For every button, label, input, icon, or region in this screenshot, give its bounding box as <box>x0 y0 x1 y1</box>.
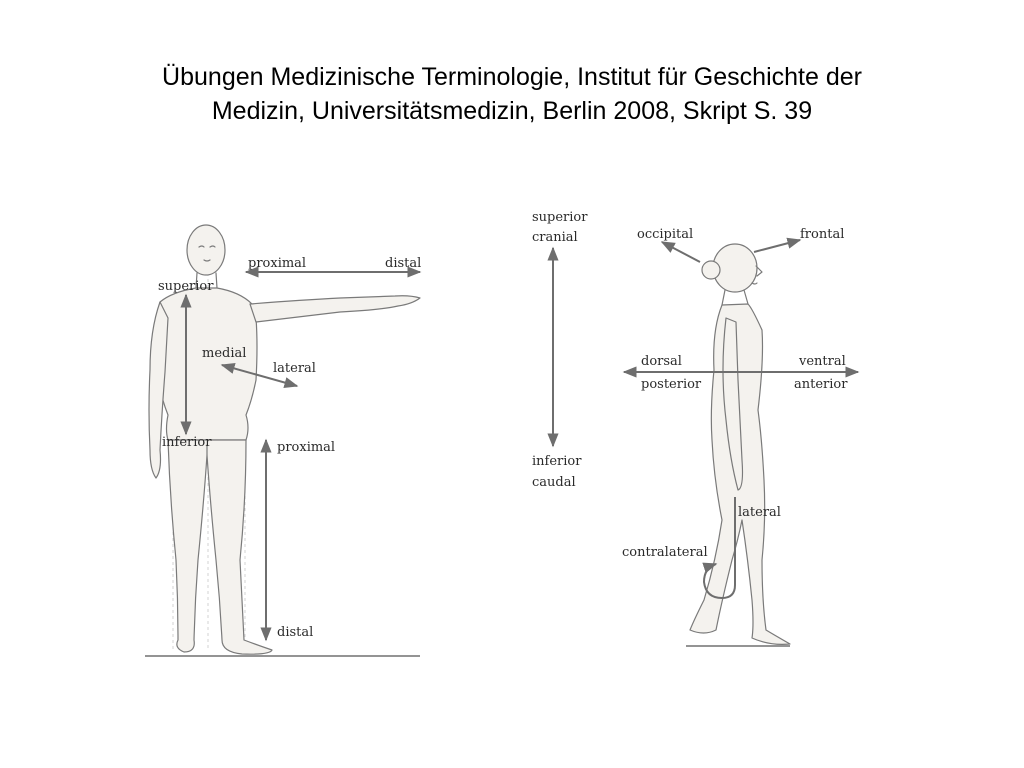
label-occipital: occipital <box>637 227 693 242</box>
front-head <box>186 224 226 276</box>
occipital-arrow <box>660 241 701 263</box>
label-medial: medial <box>202 346 246 361</box>
label-contralateral: contralateral <box>622 545 708 560</box>
label-proximal-leg: proximal <box>277 440 335 455</box>
label-distal-arm: distal <box>385 256 421 271</box>
label-lateral-side: lateral <box>738 505 781 520</box>
hair-bun <box>701 260 721 280</box>
frontal-arrow <box>753 237 802 253</box>
side-arm <box>722 317 744 491</box>
side-body-figure <box>686 243 791 647</box>
front-torso <box>154 287 258 441</box>
label-caudal: caudal <box>532 475 576 490</box>
slide-title: Übungen Medizinische Terminologie, Insti… <box>40 60 984 128</box>
label-proximal-arm: proximal <box>248 256 306 271</box>
label-frontal: frontal <box>800 227 844 242</box>
label-superior-front: superior <box>158 279 214 294</box>
label-dorsal: dorsal <box>641 354 682 369</box>
label-lateral-front: lateral <box>273 361 316 376</box>
label-inferior-front: inferior <box>162 435 212 450</box>
front-arm-extended <box>249 295 421 323</box>
title-line-2: Medizin, Universitätsmedizin, Berlin 200… <box>211 97 813 125</box>
label-inferior-axis: inferior <box>532 454 582 469</box>
title-line-1: Übungen Medizinische Terminologie, Insti… <box>162 63 862 91</box>
front-arm-hanging <box>148 301 169 479</box>
label-cranial: cranial <box>532 230 578 245</box>
label-ventral: ventral <box>798 354 846 369</box>
medial-lateral-arrow <box>220 363 299 388</box>
front-legs <box>167 439 273 655</box>
label-distal-leg: distal <box>277 625 313 640</box>
lateral-contralateral-arrow <box>702 497 736 600</box>
label-superior-axis: superior <box>532 210 588 225</box>
label-anterior: anterior <box>794 377 848 392</box>
label-posterior: posterior <box>641 377 702 392</box>
